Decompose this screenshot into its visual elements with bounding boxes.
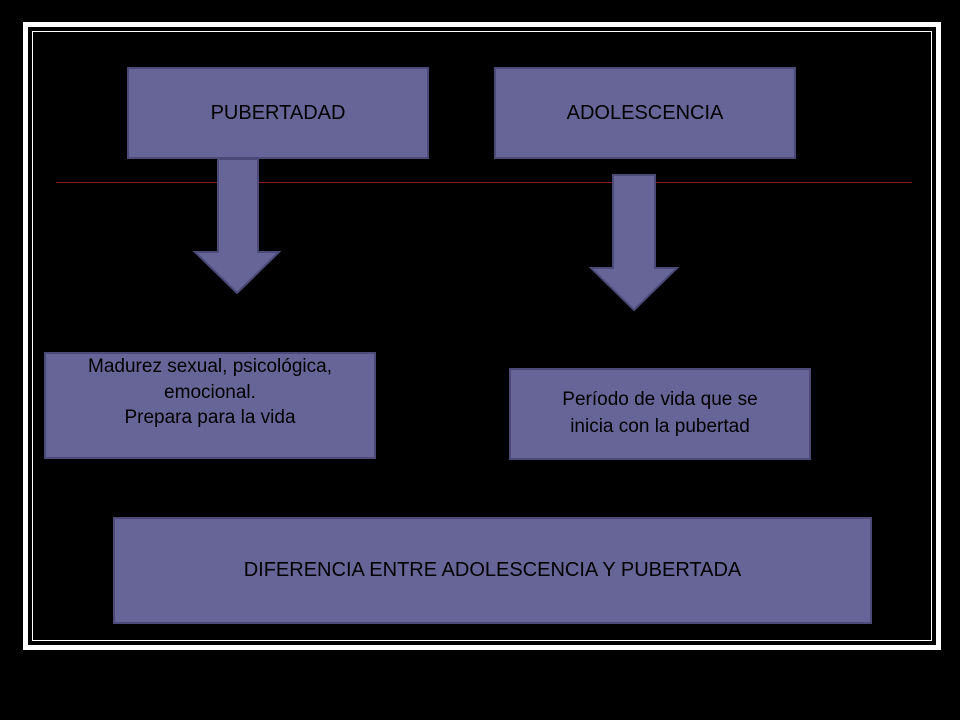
diferencia-title: DIFERENCIA ENTRE ADOLESCENCIA Y PUBERTAD… (243, 559, 742, 581)
inner-frame (32, 31, 932, 641)
madurez-box: Madurez sexual, psicológica, emocional. … (44, 352, 376, 459)
pubertad-box: PUBERTADAD (127, 67, 429, 159)
adolescencia-box: ADOLESCENCIA (494, 67, 796, 159)
adolescencia-label: ADOLESCENCIA (566, 101, 724, 124)
periodo-box: Período de vida que se inicia con la pub… (509, 368, 811, 460)
divider-line (56, 182, 912, 183)
diferencia-box: DIFERENCIA ENTRE ADOLESCENCIA Y PUBERTAD… (113, 517, 872, 624)
periodo-text: Período de vida que se inicia con la pub… (562, 389, 758, 437)
outer-frame (23, 22, 941, 650)
madurez-text: Madurez sexual, psicológica, emocional. … (88, 356, 332, 429)
pubertad-label: PUBERTADAD (210, 101, 346, 124)
